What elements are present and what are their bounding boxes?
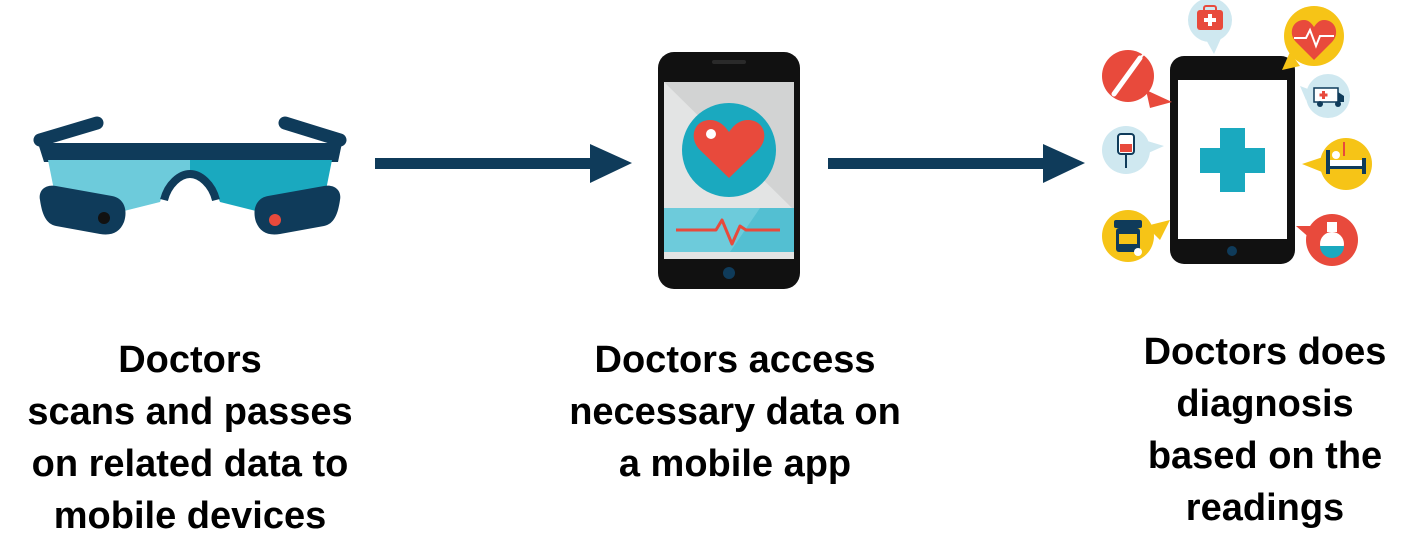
caption-line: mobile devices xyxy=(0,490,380,542)
caption-line: a mobile app xyxy=(535,438,935,490)
first-aid-kit-icon xyxy=(1188,0,1232,54)
caption-line: diagnosis xyxy=(1115,378,1415,430)
step-2-caption: Doctors access necessary data on a mobil… xyxy=(535,334,935,490)
caption-line: readings xyxy=(1115,482,1415,534)
ambulance-icon xyxy=(1300,74,1350,118)
iv-drip-icon xyxy=(1102,126,1164,174)
step-1-caption: Doctors scans and passes on related data… xyxy=(0,334,380,542)
caption-line: Doctors does xyxy=(1115,326,1415,378)
smart-glasses-icon xyxy=(38,123,342,235)
phone-medical-cross-icon xyxy=(1170,56,1295,264)
arrow-right-icon xyxy=(828,144,1085,183)
caption-line: Doctors access xyxy=(535,334,935,386)
caption-line: scans and passes xyxy=(0,386,380,438)
syringe-icon xyxy=(1102,50,1172,108)
caption-line: based on the xyxy=(1115,430,1415,482)
step-3-caption: Doctors does diagnosis based on the read… xyxy=(1115,326,1415,534)
heart-rate-icon xyxy=(1282,6,1344,70)
medicine-jar-icon xyxy=(1102,210,1170,262)
phone-heart-monitor-icon xyxy=(658,52,800,289)
lab-flask-icon xyxy=(1296,214,1358,266)
caption-line: necessary data on xyxy=(535,386,935,438)
hospital-bed-icon xyxy=(1302,138,1372,190)
caption-line: on related data to xyxy=(0,438,380,490)
arrow-right-icon xyxy=(375,144,632,183)
caption-line: Doctors xyxy=(0,334,380,386)
